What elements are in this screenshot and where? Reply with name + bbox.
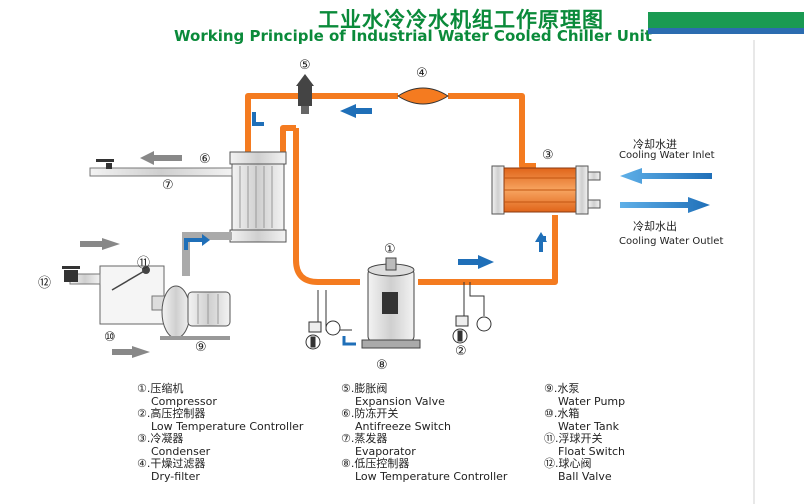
legend-item: ⑪.浮球开关 <box>544 432 603 445</box>
gray-arrow-left <box>140 151 182 165</box>
flow-arrow-left <box>340 104 372 118</box>
evaporator <box>89 151 287 243</box>
legend-item: ⑨.水泵 <box>544 382 580 395</box>
gray-arrow-tank-out <box>112 346 150 358</box>
legend-item: ⑥.防冻开关 <box>341 407 399 420</box>
marker-9: ⑨ <box>195 340 207 355</box>
legend-item: ③.冷凝器 <box>137 432 184 445</box>
compressor <box>361 257 421 349</box>
legend-item: ④.干燥过滤器 <box>137 457 206 470</box>
legend-item-en: Dry-filter <box>151 469 200 483</box>
refrigerant-circuit <box>245 93 558 285</box>
legend-item-en: Water Pump <box>558 394 626 408</box>
condenser <box>491 165 601 215</box>
marker-10: ⑩ <box>104 330 116 345</box>
marker-8: ⑧ <box>376 358 388 373</box>
water-outlet-label-cn: 冷却水出 <box>633 220 677 233</box>
header-green-bar <box>648 12 804 28</box>
marker-5: ⑤ <box>299 58 311 73</box>
legend-item-en: Antifreeze Switch <box>355 419 451 433</box>
low-pressure-controller <box>305 290 352 350</box>
legend-item: ②.高压控制器 <box>137 407 206 420</box>
title-english: Working Principle of Industrial Water Co… <box>174 27 652 45</box>
legend-item-en: Low Temperature Controller <box>151 419 304 433</box>
legend-item: ⑫.球心阀 <box>544 457 592 470</box>
pump-pipe <box>182 232 232 276</box>
water-tank <box>62 265 165 325</box>
marker-12: ⑫ <box>38 276 52 291</box>
title-chinese: 工业水冷冷水机组工作原理图 <box>318 8 604 32</box>
marker-3: ③ <box>542 148 554 163</box>
legend-item-en: Ball Valve <box>558 469 612 483</box>
flow-arrow-pump <box>184 238 204 250</box>
legend-item-en: Expansion Valve <box>355 394 445 408</box>
legend-column-1: ①.压缩机 Compressor ②.高压控制器 Low Temperature… <box>137 382 304 483</box>
water-outlet-arrow <box>620 197 710 213</box>
water-inlet-arrow <box>620 168 712 184</box>
legend-item: ⑦.蒸发器 <box>341 432 388 445</box>
legend-column-2: ⑤.膨胀阀 Expansion Valve ⑥.防冻开关 Antifreeze … <box>341 382 508 483</box>
legend-item-en: Low Temperature Controller <box>355 469 508 483</box>
marker-11: ⑪ <box>137 256 151 271</box>
header-blue-bar <box>648 28 804 34</box>
water-inlet-label-cn: 冷却水进 <box>633 138 677 151</box>
marker-6: ⑥ <box>199 152 211 167</box>
flow-arrow-up-head <box>535 232 547 242</box>
legend-item: ①.压缩机 <box>137 382 184 395</box>
water-outlet-label-en: Cooling Water Outlet <box>619 236 724 247</box>
water-pump <box>151 285 231 340</box>
flow-arrow-compressor <box>342 336 356 346</box>
legend-item-en: Water Tank <box>558 419 619 433</box>
dry-filter <box>397 87 449 105</box>
marker-1: ① <box>384 242 396 257</box>
legend-item: ⑧.低压控制器 <box>341 457 410 470</box>
legend-item: ⑤.膨胀阀 <box>341 382 388 395</box>
legend-item-en: Float Switch <box>558 444 626 458</box>
expansion-valve <box>296 74 314 114</box>
flow-arrow-right <box>458 255 494 269</box>
legend-item-en: Evaporator <box>355 444 416 458</box>
gray-arrow-tank-in <box>80 238 120 250</box>
marker-4: ④ <box>416 66 428 81</box>
flow-arrow-down <box>252 112 264 126</box>
marker-7: ⑦ <box>162 178 174 193</box>
marker-2: ② <box>455 344 467 359</box>
legend-item-en: Condenser <box>151 444 211 458</box>
flow-arrow-pump-head <box>202 234 210 246</box>
legend-column-3: ⑨.水泵 Water Pump ⑩.水箱 Water Tank ⑪.浮球开关 F… <box>544 382 626 483</box>
legend-item-en: Compressor <box>151 394 217 408</box>
high-pressure-controller <box>452 282 492 344</box>
legend-item: ⑩.水箱 <box>544 407 580 420</box>
water-inlet-label-en: Cooling Water Inlet <box>619 150 715 161</box>
